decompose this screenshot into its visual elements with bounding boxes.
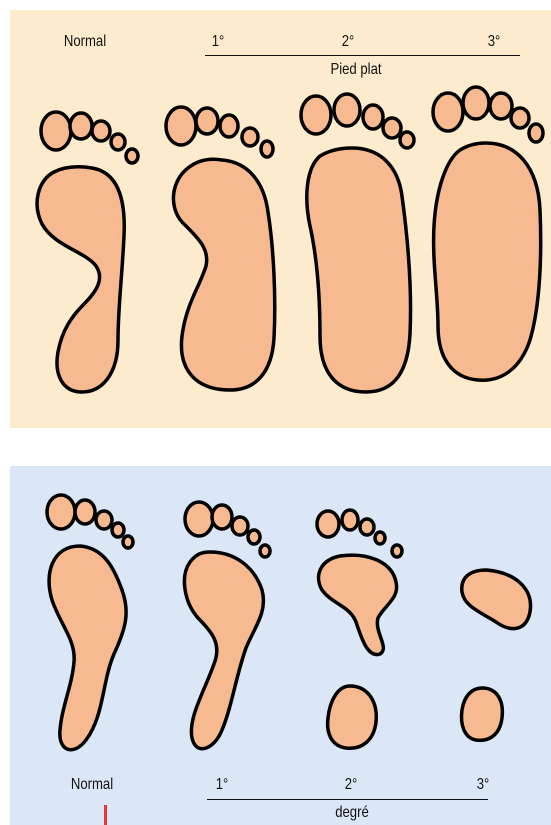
toe (47, 495, 75, 529)
footprint-degree-2-bottom (317, 510, 402, 748)
toe (317, 511, 339, 537)
toe (511, 108, 529, 128)
footprint-normal-bottom (47, 495, 133, 750)
toe (490, 93, 512, 119)
footprint-degree-1-bottom (184, 502, 270, 749)
forefoot (462, 570, 531, 629)
toe (342, 510, 358, 530)
footprint-degree-1-top (166, 107, 275, 390)
footprint-degree-2-top (301, 94, 414, 392)
sole (37, 167, 124, 392)
toe (220, 115, 238, 137)
toe (392, 545, 402, 557)
toe (126, 149, 138, 163)
toe (185, 502, 213, 536)
toe (166, 107, 196, 145)
footprint-degree-3-top (433, 87, 543, 380)
sole (184, 552, 263, 749)
toe (75, 500, 95, 524)
toe (383, 118, 401, 138)
toe (96, 511, 112, 529)
toe (41, 112, 71, 150)
footprint-normal-top (37, 112, 138, 392)
toe (212, 505, 232, 529)
sole (49, 546, 126, 750)
sole (173, 159, 274, 390)
heel (328, 686, 377, 748)
toe (123, 536, 133, 548)
footprint-degree-3-bottom (462, 570, 531, 740)
toe (92, 121, 110, 141)
toe (529, 124, 543, 142)
toe (260, 545, 270, 557)
toe (301, 96, 331, 134)
toe (232, 517, 248, 535)
heel (462, 688, 503, 740)
sole (434, 143, 541, 380)
toe (242, 128, 258, 146)
toe (360, 519, 374, 535)
toe (334, 94, 360, 126)
toe (196, 108, 218, 134)
sole (307, 148, 411, 392)
toe (433, 93, 463, 131)
toe (375, 532, 385, 544)
sole (319, 555, 397, 654)
toe (363, 105, 383, 129)
toe (112, 523, 124, 537)
toe (70, 113, 92, 139)
toe (261, 141, 273, 157)
toe (400, 132, 414, 148)
toe (248, 530, 260, 544)
toe (111, 134, 125, 150)
toe (463, 87, 489, 119)
